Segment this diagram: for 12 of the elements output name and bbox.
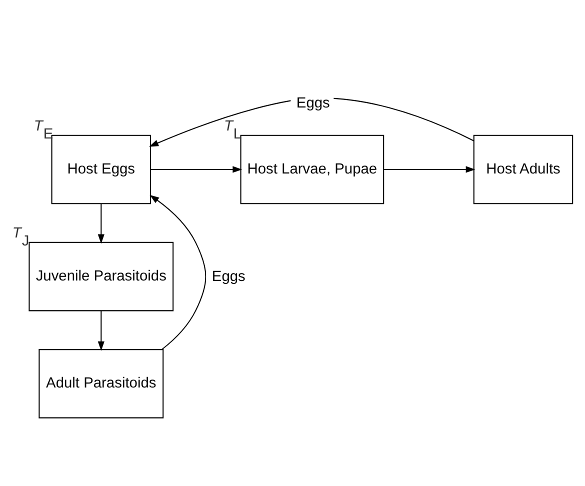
node-box: Host Adults — [473, 134, 574, 204]
edge-label: Eggs — [212, 268, 246, 284]
arrow — [150, 194, 206, 350]
node-box: Adult Parasitoids — [38, 348, 164, 418]
arrow — [98, 203, 104, 244]
arrow — [150, 166, 242, 172]
node-box: Host Larvae, Pupae — [240, 134, 384, 204]
arrow — [98, 310, 104, 350]
edge-label: Eggs — [296, 95, 330, 112]
arrow — [384, 166, 476, 172]
node-box: Juvenile Parasitoids — [28, 241, 174, 311]
node-box: Host Eggs — [51, 134, 152, 204]
